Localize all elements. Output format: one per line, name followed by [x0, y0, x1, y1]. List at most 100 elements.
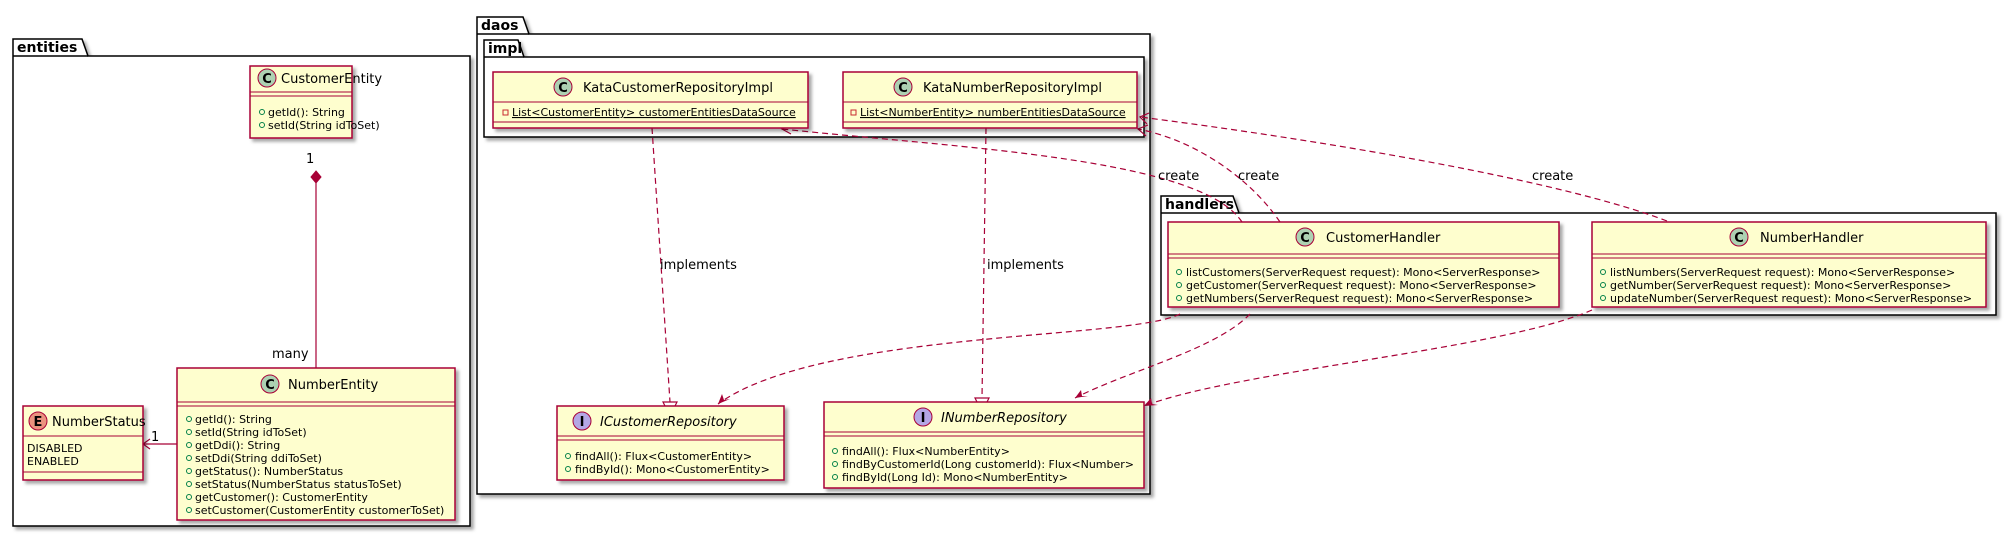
public-method-icon — [186, 507, 192, 513]
method: findByCustomerId(Long customerId): Flux<… — [842, 458, 1134, 471]
implements-label-number: implements — [987, 258, 1064, 273]
class-kind-letter: C — [558, 81, 568, 96]
class-name: CustomerHandler — [1326, 231, 1441, 246]
class-name: KataNumberRepositoryImpl — [923, 81, 1102, 96]
enum-kind-letter: E — [34, 415, 43, 430]
class-kind-icon — [553, 77, 573, 97]
private-field-icon — [502, 109, 509, 116]
interface-inumber-repository[interactable]: I INumberRepository findAll(): Flux<Numb… — [823, 401, 1145, 489]
create-label-3: create — [1532, 169, 1573, 184]
method: getNumbers(ServerRequest request): Mono<… — [1186, 292, 1533, 305]
private-field-icon — [850, 109, 857, 116]
public-method-icon — [565, 466, 571, 472]
class-kind-letter: C — [1300, 231, 1310, 246]
method: findById(): Mono<CustomerEntity> — [575, 463, 770, 476]
method: getCustomer(ServerRequest request): Mono… — [1186, 279, 1537, 292]
method: findAll(): Flux<CustomerEntity> — [575, 450, 752, 463]
method: setId(String idToSet) — [195, 426, 307, 439]
class-name: NumberHandler — [1760, 231, 1864, 246]
enum-name: NumberStatus — [52, 415, 146, 430]
public-method-icon — [1600, 295, 1606, 301]
public-method-icon — [186, 416, 192, 422]
class-kata-customer-repository-impl[interactable]: C KataCustomerRepositoryImpl List<Custom… — [492, 71, 809, 129]
public-method-icon — [1176, 269, 1182, 275]
interface-kind-icon — [572, 411, 592, 431]
uses-arrowhead-1 — [718, 394, 730, 404]
enum-value: DISABLED — [27, 442, 83, 455]
implements-line-customer — [651, 127, 671, 403]
public-method-icon — [832, 474, 838, 480]
package-entities-label: entities — [17, 40, 77, 56]
package-impl-label: impl — [488, 41, 522, 57]
method: getDdi(): String — [195, 439, 280, 452]
interface-kind-letter: I — [921, 411, 926, 426]
public-method-icon — [259, 109, 265, 115]
create-line-customer-handler-number-impl — [1137, 128, 1281, 223]
public-method-icon — [186, 455, 192, 461]
multiplicity-one-customer: 1 — [306, 152, 314, 167]
implements-label-customer: implements — [660, 258, 737, 273]
method: listNumbers(ServerRequest request): Mono… — [1610, 266, 1955, 279]
class-kata-number-repository-impl[interactable]: C KataNumberRepositoryImpl List<NumberEn… — [842, 71, 1138, 129]
method: getCustomer(): CustomerEntity — [195, 491, 368, 504]
method: updateNumber(ServerRequest request): Mon… — [1610, 292, 1972, 305]
class-number-entity[interactable]: C NumberEntity getId(): String setId(Str… — [176, 367, 456, 521]
method: listCustomers(ServerRequest request): Mo… — [1186, 266, 1540, 279]
public-method-icon — [186, 429, 192, 435]
public-method-icon — [1176, 282, 1182, 288]
class-kind-icon — [893, 77, 913, 97]
class-kind-letter: C — [265, 378, 275, 393]
method: setCustomer(CustomerEntity customerToSet… — [195, 504, 444, 517]
class-kind-letter: C — [262, 72, 272, 87]
class-kind-icon — [1295, 227, 1315, 247]
public-method-icon — [832, 461, 838, 467]
enum-value: ENABLED — [27, 455, 79, 468]
method: setId(String idToSet) — [268, 119, 380, 132]
interface-name: INumberRepository — [941, 411, 1067, 426]
class-kind-letter: C — [1734, 231, 1744, 246]
implements-line-number — [981, 127, 987, 399]
package-daos-label: daos — [481, 18, 518, 34]
interface-icustomer-repository[interactable]: I ICustomerRepository findAll(): Flux<Cu… — [556, 405, 785, 481]
create-label-1: create — [1158, 169, 1199, 184]
method: findById(Long Id): Mono<NumberEntity> — [842, 471, 1068, 484]
enum-number-status[interactable]: E NumberStatus DISABLED ENABLED — [22, 405, 146, 481]
public-method-icon — [186, 442, 192, 448]
public-method-icon — [259, 122, 265, 128]
uses-line-number-handler-inumber — [1143, 309, 1593, 407]
public-method-icon — [832, 448, 838, 454]
field: List<CustomerEntity> customerEntitiesDat… — [512, 106, 796, 119]
class-kind-icon — [1729, 227, 1749, 247]
method: getId(): String — [268, 106, 345, 119]
class-customer-entity[interactable]: C CustomerEntity getId(): String setId(S… — [249, 65, 382, 139]
uses-line-customer-handler-inumber — [1074, 313, 1251, 399]
class-kind-icon — [257, 68, 277, 88]
public-method-icon — [186, 481, 192, 487]
package-handlers-label: handlers — [1165, 197, 1234, 213]
multiplicity-one-status: 1 — [151, 430, 159, 445]
uses-arrowhead-3 — [1144, 398, 1158, 406]
method: getId(): String — [195, 413, 272, 426]
method: setStatus(NumberStatus statusToSet) — [195, 478, 402, 491]
create-arrowhead-3 — [1138, 112, 1150, 125]
method: getStatus(): NumberStatus — [195, 465, 343, 478]
method: findAll(): Flux<NumberEntity> — [842, 445, 1010, 458]
method: setDdi(String ddiToSet) — [195, 452, 322, 465]
public-method-icon — [186, 494, 192, 500]
uses-line-customer-handler-icustomer — [717, 313, 1181, 405]
create-label-2: create — [1238, 169, 1279, 184]
multiplicity-many: many — [272, 347, 309, 362]
class-number-handler[interactable]: C NumberHandler listNumbers(ServerReques… — [1591, 221, 1987, 308]
create-line-number-handler-number-impl — [1139, 116, 1668, 222]
enum-kind-icon — [28, 411, 48, 431]
class-name: KataCustomerRepositoryImpl — [583, 81, 773, 96]
class-kind-icon — [260, 374, 280, 394]
class-customer-handler[interactable]: C CustomerHandler listCustomers(ServerRe… — [1167, 221, 1560, 308]
create-line-customer-handler-customer-impl — [781, 128, 1243, 223]
class-name: NumberEntity — [288, 378, 378, 393]
relations — [143, 116, 1668, 445]
method: getNumber(ServerRequest request): Mono<S… — [1610, 279, 1951, 292]
interface-kind-icon — [913, 407, 933, 427]
public-method-icon — [565, 453, 571, 459]
